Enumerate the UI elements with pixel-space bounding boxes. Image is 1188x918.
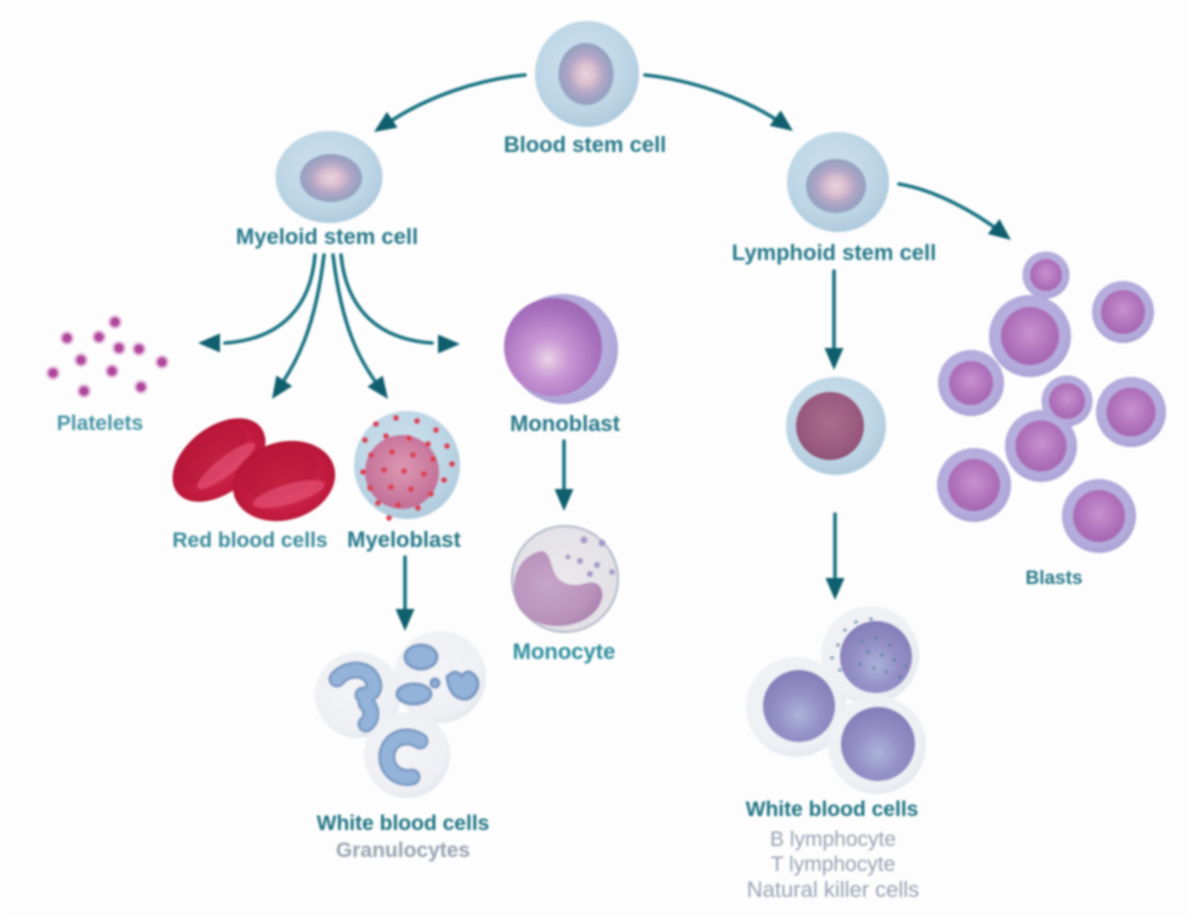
svg-text:Monoblast: Monoblast [510,411,621,436]
svg-text:Lymphoid stem cell: Lymphoid stem cell [732,240,937,265]
svg-text:T lymphocyte: T lymphocyte [771,853,896,876]
svg-text:Red blood cells: Red blood cells [172,529,327,552]
svg-text:Blasts: Blasts [1025,568,1082,589]
svg-text:Blood stem cell: Blood stem cell [504,132,667,157]
svg-text:Monocyte: Monocyte [513,639,616,664]
svg-text:Natural killer cells: Natural killer cells [747,877,919,902]
svg-text:Platelets: Platelets [57,412,143,435]
svg-text:White blood cells: White blood cells [746,798,919,821]
svg-text:Myeloid stem cell: Myeloid stem cell [236,224,418,249]
svg-text:Granulocytes: Granulocytes [336,839,470,862]
svg-text:White blood cells: White blood cells [317,812,490,835]
svg-text:B lymphocyte: B lymphocyte [770,828,896,851]
svg-text:Myeloblast: Myeloblast [347,527,461,552]
